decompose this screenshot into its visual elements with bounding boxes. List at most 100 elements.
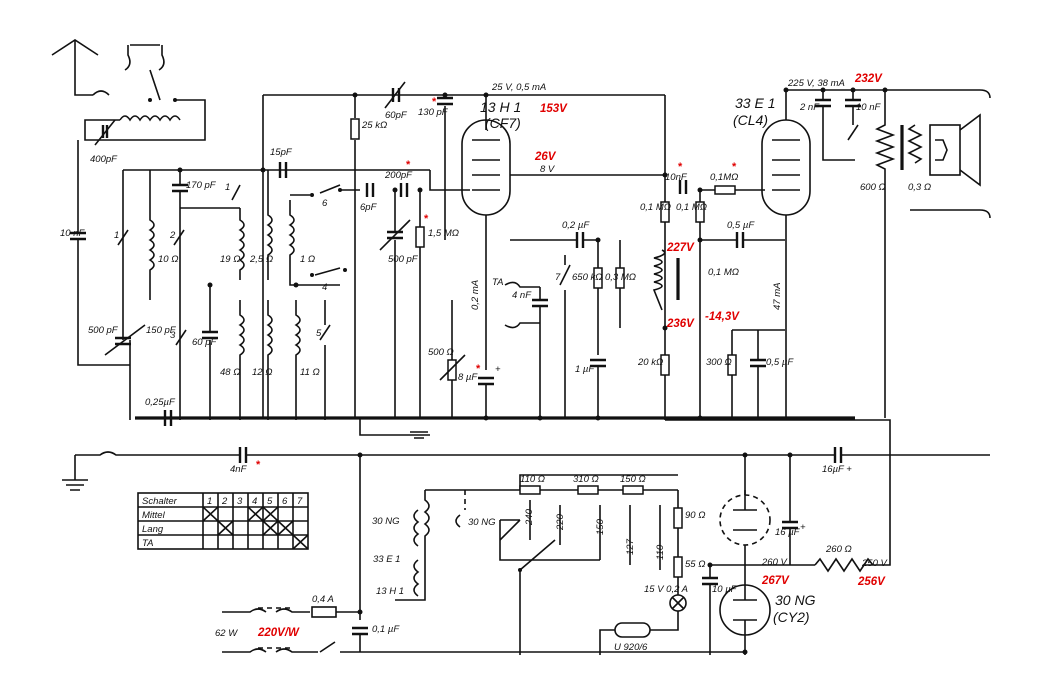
svg-text:*: * [678, 161, 683, 173]
svg-text:TA: TA [492, 277, 503, 288]
power-switch [310, 641, 745, 653]
capacitor-0-25uf: 0,25µF [145, 397, 176, 426]
svg-text:*: * [432, 96, 437, 108]
table-mark [247, 506, 264, 522]
svg-text:240: 240 [524, 508, 535, 526]
svg-text:0,2 mA: 0,2 mA [470, 280, 481, 310]
svg-text:1 µF: 1 µF [575, 364, 595, 375]
capacitor-8uf: 8 µF * + [458, 363, 501, 418]
coil-10-ohm: 10 Ω [148, 170, 178, 300]
svg-text:0,4 A: 0,4 A [312, 594, 334, 605]
svg-text:227V: 227V [666, 242, 695, 254]
svg-text:600 Ω: 600 Ω [860, 182, 886, 193]
resistor-310: 310 Ω [573, 474, 599, 495]
svg-text:13 H 1: 13 H 1 [480, 99, 521, 115]
table-mark [262, 520, 279, 536]
svg-text:*: * [406, 159, 411, 171]
capacitor-6pf: 6pF [360, 183, 378, 213]
svg-text:6: 6 [282, 496, 288, 507]
resistor-0-1m-b: 0,1 MΩ [676, 190, 707, 418]
svg-text:*: * [476, 363, 481, 375]
resistor-20k: 20 kΩ [637, 354, 670, 376]
voltage-selector: 240 220 150 127 110 [499, 500, 666, 572]
svg-text:4nF: 4nF [230, 464, 248, 475]
svg-text:260 Ω: 260 Ω [825, 544, 852, 555]
svg-text:153V: 153V [540, 103, 568, 115]
resistor-1-5m: 1,5 MΩ * [415, 190, 459, 418]
svg-text:1,5 MΩ: 1,5 MΩ [428, 228, 459, 239]
svg-text:110 Ω: 110 Ω [520, 474, 545, 485]
svg-text:150 Ω: 150 Ω [620, 474, 646, 485]
coil-48-ohm: 48 Ω [220, 300, 245, 420]
svg-text:200pF: 200pF [384, 170, 413, 181]
svg-text:500 pF: 500 pF [88, 325, 119, 336]
tuning-capacitor-500-150: 500 pF 150 pF [88, 320, 177, 420]
svg-text:0,3 Ω: 0,3 Ω [908, 182, 931, 193]
coil-19-ohm: 19 Ω [220, 208, 245, 280]
capacitor-400pf: 400pF [90, 119, 118, 165]
svg-text:225 V, 38 mA: 225 V, 38 mA [787, 78, 845, 89]
svg-text:0,5 µF: 0,5 µF [727, 220, 755, 231]
svg-text:220V/W: 220V/W [257, 627, 300, 639]
svg-text:7: 7 [297, 496, 303, 507]
svg-text:6: 6 [322, 198, 328, 209]
svg-text:5: 5 [316, 328, 322, 339]
svg-text:Lang: Lang [142, 524, 164, 535]
resistor-90: 90 Ω [673, 490, 705, 550]
table-mark [202, 506, 219, 522]
svg-text:16µF +: 16µF + [822, 464, 852, 475]
svg-text:3: 3 [237, 496, 243, 507]
chassis-ground [62, 455, 88, 491]
svg-text:236V: 236V [666, 318, 695, 330]
resistor-25k: 25 kΩ [350, 95, 387, 418]
table-mark [262, 506, 279, 522]
svg-text:20 kΩ: 20 kΩ [637, 357, 663, 368]
svg-text:60pF: 60pF [385, 110, 408, 121]
svg-text:110: 110 [655, 544, 666, 560]
svg-text:25 V, 0,5 mA: 25 V, 0,5 mA [491, 82, 546, 93]
capacitor-2nf: 2 nF [799, 90, 855, 161]
svg-text:19 Ω: 19 Ω [220, 254, 240, 265]
switch-4: 4 [310, 267, 347, 293]
svg-text:10 nF: 10 nF [60, 228, 85, 239]
svg-text:500 Ω: 500 Ω [428, 347, 454, 358]
capacitor-15pf: 15pF [270, 147, 293, 178]
output-transformer: 600 Ω 0,3 Ω [860, 90, 931, 418]
svg-text:26V: 26V [534, 151, 557, 163]
svg-text:267V: 267V [761, 575, 790, 587]
svg-text:4: 4 [252, 496, 257, 507]
svg-text:10 µF: 10 µF [712, 584, 738, 595]
tube-33e1: 33 E 1 (CL4) [733, 95, 811, 216]
fuse-0-4a: 0,4 A [311, 594, 337, 618]
switch-5: 5 [316, 300, 331, 420]
svg-text:260 V: 260 V [761, 557, 788, 568]
resistor-150: 150 Ω [620, 474, 646, 495]
resistor-0-1m-c: 0,1MΩ * [700, 161, 765, 195]
table-mark [292, 534, 309, 550]
svg-text:60 pF: 60 pF [192, 337, 217, 348]
svg-text:0,25µF: 0,25µF [145, 397, 176, 408]
svg-text:0,1 MΩ: 0,1 MΩ [676, 202, 707, 213]
urdox-resistor: U 920/6 [599, 622, 651, 655]
svg-text:650 kΩ: 650 kΩ [572, 272, 602, 283]
capacitor-10nf-coupling: 10nF * [665, 161, 688, 194]
svg-text:(CL4): (CL4) [733, 112, 768, 128]
svg-text:1: 1 [114, 230, 119, 241]
capacitor-10nf-tone: 10 nF [845, 90, 881, 141]
capacitor-0-1uf: 0,1 µF [352, 624, 400, 652]
svg-text:2: 2 [221, 496, 228, 507]
resistor-650k: 650 kΩ [572, 240, 603, 355]
switch-1a: 1 [114, 229, 129, 246]
svg-text:232V: 232V [854, 73, 883, 85]
svg-text:127: 127 [625, 538, 636, 555]
svg-text:2 nF: 2 nF [799, 102, 820, 113]
svg-text:48 Ω: 48 Ω [220, 367, 240, 378]
svg-text:0,5 µF: 0,5 µF [766, 357, 794, 368]
svg-text:220: 220 [555, 513, 566, 531]
switch-1b: 1 [225, 182, 241, 201]
svg-text:+: + [495, 364, 501, 375]
svg-text:8 V: 8 V [540, 164, 556, 175]
capacitor-0-2uf: 0,2 µF [510, 220, 598, 248]
svg-text:-14,3V: -14,3V [705, 311, 740, 323]
capacitor-0-5uf: 0,5 µF [700, 220, 785, 248]
